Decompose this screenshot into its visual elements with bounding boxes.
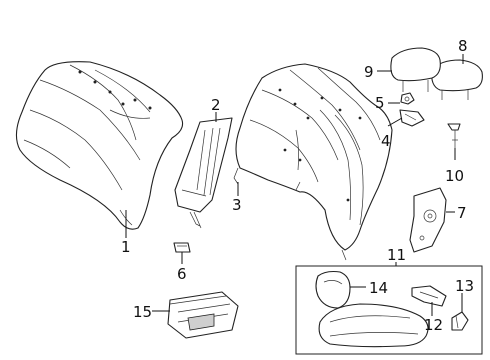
callout-15: 15	[133, 303, 152, 321]
hook-clip	[451, 311, 469, 331]
callout-8: 8	[458, 37, 468, 55]
armrest-latch	[411, 285, 447, 307]
callout-10: 10	[445, 167, 464, 185]
callout-6: 6	[177, 265, 187, 283]
hinge-plate	[409, 187, 447, 253]
headrest-left	[390, 47, 441, 92]
clip-fastener	[447, 123, 461, 148]
leader-lines	[125, 54, 464, 316]
storage-tray	[167, 291, 239, 339]
callout-7: 7	[457, 204, 467, 222]
seat-back-cover-left	[15, 61, 184, 230]
small-clip	[173, 242, 191, 253]
callout-11: 11	[387, 246, 406, 264]
callout-2: 2	[211, 96, 221, 114]
callout-labels: 1 2 3 4 5 6 7 8 9 10 11 12 13 14 15	[121, 37, 474, 334]
seat-back-panel	[174, 117, 233, 229]
callout-3: 3	[232, 196, 242, 214]
cup-holder	[315, 270, 351, 309]
seat-back-frame-right	[233, 63, 393, 261]
callout-1: 1	[121, 238, 131, 256]
callout-9: 9	[364, 63, 374, 81]
callout-12: 12	[424, 316, 443, 334]
callout-13: 13	[455, 277, 474, 295]
armrest-assembly-box	[295, 265, 483, 355]
callout-14: 14	[369, 279, 388, 297]
headrest-support-bracket	[399, 109, 425, 127]
headrest-right	[431, 59, 483, 100]
armrest	[318, 303, 429, 348]
headrest-guide	[400, 92, 415, 105]
callout-4: 4	[381, 132, 391, 150]
callout-5: 5	[375, 94, 385, 112]
